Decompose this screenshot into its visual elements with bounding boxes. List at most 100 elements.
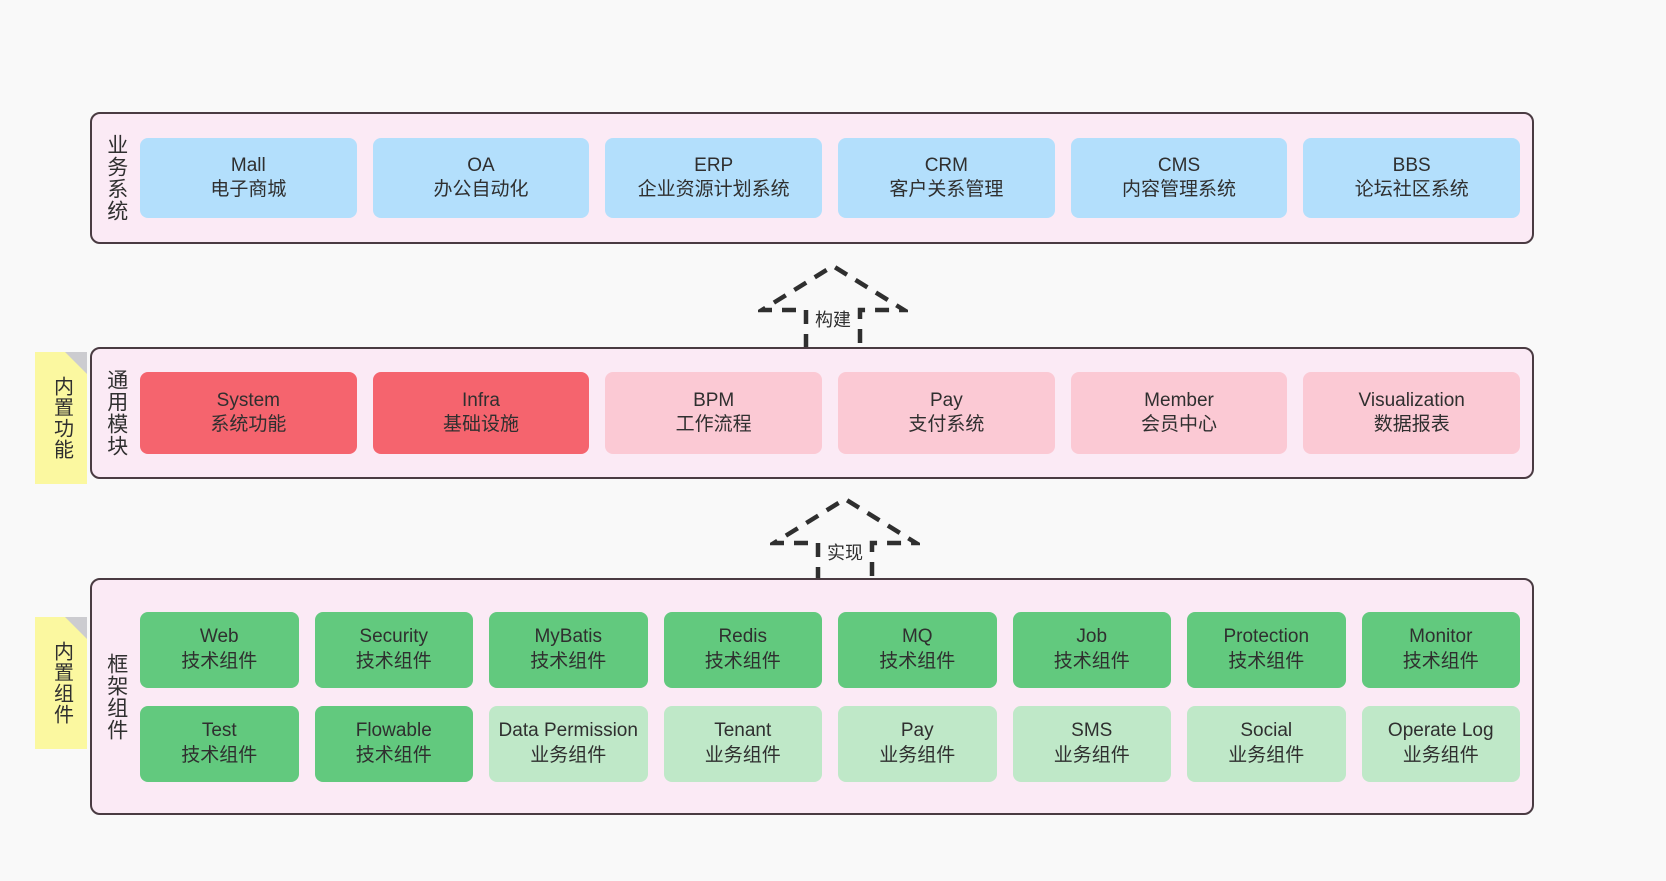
- card-title: Test: [201, 720, 237, 742]
- card-subtitle: 会员中心: [1141, 414, 1218, 435]
- card-mybatis[interactable]: MyBatis 技术组件: [489, 611, 648, 688]
- card-title: Operate Log: [1387, 720, 1494, 742]
- card-erp[interactable]: ERP 企业资源计划系统: [605, 138, 823, 218]
- note-label: 内置组件: [50, 641, 73, 725]
- card-job[interactable]: Job 技术组件: [1012, 611, 1171, 688]
- card-title: Security: [359, 626, 429, 648]
- card-title: Member: [1144, 389, 1214, 411]
- card-subtitle: 工作流程: [675, 414, 752, 435]
- card-title: Visualization: [1358, 389, 1465, 411]
- card-title: Flowable: [355, 720, 432, 742]
- card-row: Web 技术组件 Security 技术组件 MyBatis 技术组件 Redi…: [140, 611, 1520, 688]
- card-title: Data Permission: [498, 720, 638, 742]
- card-title: OA: [467, 154, 495, 176]
- arrow-build-icon: [758, 263, 908, 348]
- arrow-implement-icon: [770, 496, 920, 581]
- card-sms[interactable]: SMS 业务组件: [1012, 705, 1171, 782]
- card-title: CMS: [1157, 154, 1201, 176]
- card-test[interactable]: Test 技术组件: [140, 705, 299, 782]
- card-title: BPM: [693, 389, 735, 411]
- card-member[interactable]: Member 会员中心: [1070, 372, 1288, 454]
- card-subtitle: 技术组件: [1228, 650, 1305, 672]
- card-row: System 系统功能 Infra 基础设施 BPM 工作流程 Pay 支付系统…: [140, 372, 1521, 454]
- card-title: MQ: [901, 626, 933, 648]
- card-title: Tenant: [714, 720, 772, 742]
- card-title: SMS: [1071, 720, 1113, 742]
- card-monitor[interactable]: Monitor 技术组件: [1361, 611, 1520, 688]
- card-bpm[interactable]: BPM 工作流程: [605, 372, 823, 454]
- card-subtitle: 电子商城: [210, 179, 287, 200]
- card-title: Social: [1240, 720, 1293, 742]
- card-oa[interactable]: OA 办公自动化: [372, 138, 590, 218]
- card-row: Mall 电子商城 OA 办公自动化 ERP 企业资源计划系统 CRM 客户关系…: [140, 138, 1521, 218]
- note-builtin-component: 内置组件: [35, 617, 87, 749]
- card-subtitle: 业务组件: [530, 744, 607, 766]
- note-fold-corner-icon: [65, 617, 87, 639]
- card-subtitle: 数据报表: [1373, 414, 1450, 435]
- card-subtitle: 技术组件: [355, 744, 432, 766]
- card-subtitle: 办公自动化: [433, 179, 529, 200]
- arrow-build-label: 构建: [815, 310, 851, 330]
- card-bbs[interactable]: BBS 论坛社区系统: [1303, 138, 1521, 218]
- layer-body-business-systems: Mall 电子商城 OA 办公自动化 ERP 企业资源计划系统 CRM 客户关系…: [140, 114, 1532, 242]
- card-web[interactable]: Web 技术组件: [140, 611, 299, 688]
- layer-business-systems: 业务系统 Mall 电子商城 OA 办公自动化 ERP 企业资源计划系统 CRM…: [90, 112, 1534, 244]
- card-subtitle: 系统功能: [210, 414, 287, 435]
- card-title: Monitor: [1409, 626, 1473, 648]
- card-system[interactable]: System 系统功能: [140, 372, 357, 454]
- layer-framework-components: 框架组件 Web 技术组件 Security 技术组件 MyBatis 技术组件…: [90, 578, 1534, 815]
- card-subtitle: 技术组件: [181, 650, 258, 672]
- card-subtitle: 内容管理系统: [1122, 179, 1237, 200]
- card-subtitle: 业务组件: [1228, 744, 1305, 766]
- card-operate-log[interactable]: Operate Log 业务组件: [1361, 705, 1520, 782]
- card-protection[interactable]: Protection 技术组件: [1187, 611, 1346, 688]
- card-redis[interactable]: Redis 技术组件: [663, 611, 822, 688]
- card-title: Pay: [900, 720, 934, 742]
- card-security[interactable]: Security 技术组件: [314, 611, 473, 688]
- arrow-build: 构建: [758, 262, 908, 348]
- card-subtitle: 支付系统: [908, 414, 985, 435]
- card-subtitle: 技术组件: [181, 744, 258, 766]
- card-subtitle: 技术组件: [1053, 650, 1130, 672]
- card-row: Test 技术组件 Flowable 技术组件 Data Permission …: [140, 705, 1520, 782]
- card-title: CRM: [924, 154, 968, 176]
- card-crm[interactable]: CRM 客户关系管理: [838, 138, 1055, 218]
- card-tenant[interactable]: Tenant 业务组件: [663, 705, 822, 782]
- card-subtitle: 技术组件: [879, 650, 956, 672]
- note-label: 内置功能: [50, 376, 73, 460]
- card-data-permission[interactable]: Data Permission 业务组件: [489, 705, 648, 782]
- layer-title-common-modules: 通用模块: [104, 369, 128, 457]
- card-title: System: [216, 389, 281, 411]
- card-title: Mall: [230, 154, 266, 176]
- note-fold-corner-icon: [65, 352, 87, 374]
- card-title: Pay: [929, 389, 963, 411]
- card-title: BBS: [1392, 154, 1431, 176]
- card-visualization[interactable]: Visualization 数据报表: [1303, 372, 1521, 454]
- card-subtitle: 技术组件: [704, 650, 781, 672]
- layer-title-framework-components: 框架组件: [104, 652, 128, 741]
- layer-title-business-systems: 业务系统: [104, 134, 128, 222]
- card-subtitle: 客户关系管理: [889, 179, 1004, 200]
- card-subtitle: 业务组件: [1402, 744, 1479, 766]
- card-mall[interactable]: Mall 电子商城: [140, 138, 357, 218]
- layer-body-common-modules: System 系统功能 Infra 基础设施 BPM 工作流程 Pay 支付系统…: [140, 349, 1532, 477]
- card-infra[interactable]: Infra 基础设施: [372, 372, 590, 454]
- card-subtitle: 技术组件: [355, 650, 432, 672]
- card-title: Web: [199, 626, 239, 648]
- card-social[interactable]: Social 业务组件: [1187, 705, 1346, 782]
- card-cms[interactable]: CMS 内容管理系统: [1070, 138, 1288, 218]
- card-subtitle: 企业资源计划系统: [637, 179, 790, 200]
- card-title: Job: [1076, 626, 1108, 648]
- layer-common-modules: 通用模块 System 系统功能 Infra 基础设施 BPM 工作流程 Pay…: [90, 347, 1534, 479]
- card-pay-component[interactable]: Pay 业务组件: [838, 705, 997, 782]
- card-flowable[interactable]: Flowable 技术组件: [314, 705, 473, 782]
- card-subtitle: 业务组件: [1053, 744, 1130, 766]
- card-pay-module[interactable]: Pay 支付系统: [838, 372, 1055, 454]
- card-title: Redis: [718, 626, 768, 648]
- card-mq[interactable]: MQ 技术组件: [838, 611, 997, 688]
- card-subtitle: 技术组件: [1402, 650, 1479, 672]
- card-subtitle: 论坛社区系统: [1354, 179, 1469, 200]
- card-subtitle: 业务组件: [879, 744, 956, 766]
- card-subtitle: 业务组件: [704, 744, 781, 766]
